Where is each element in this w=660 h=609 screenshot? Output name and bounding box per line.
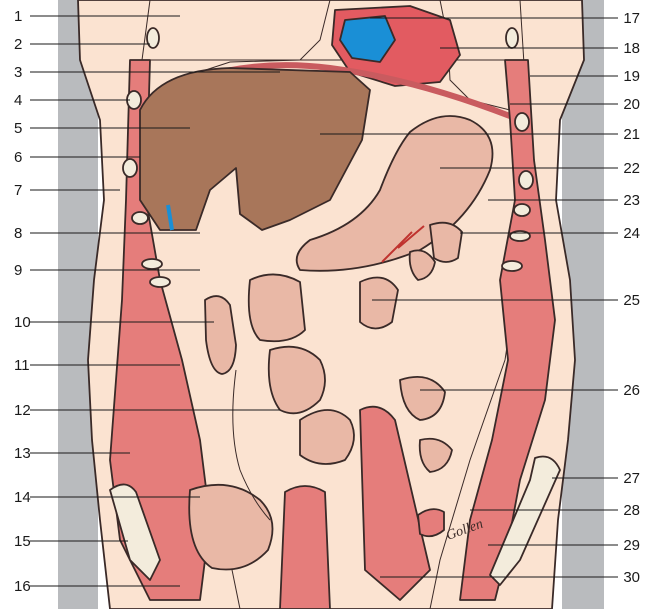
callout-11: 11 xyxy=(14,357,30,374)
callout-28: 28 xyxy=(623,502,640,519)
callout-6: 6 xyxy=(14,149,22,166)
callout-27: 27 xyxy=(623,470,640,487)
callout-4: 4 xyxy=(14,92,22,109)
small-intestine-1 xyxy=(269,347,325,414)
callout-1: 1 xyxy=(14,8,22,25)
callout-3: 3 xyxy=(14,64,22,81)
callout-5: 5 xyxy=(14,120,22,137)
callout-20: 20 xyxy=(623,96,640,113)
callout-12: 12 xyxy=(14,402,31,419)
callout-30: 30 xyxy=(623,569,640,586)
callout-29: 29 xyxy=(623,537,640,554)
ovary xyxy=(418,509,444,536)
callout-10: 10 xyxy=(14,314,31,331)
callout-14: 14 xyxy=(14,489,31,506)
callout-9: 9 xyxy=(14,262,22,279)
callout-18: 18 xyxy=(623,40,640,57)
callout-26: 26 xyxy=(623,382,640,399)
callout-24: 24 xyxy=(623,225,640,242)
small-intestine-2 xyxy=(300,410,354,464)
callout-21: 21 xyxy=(623,126,640,143)
left-psoas xyxy=(280,486,330,609)
colon-segment xyxy=(360,278,398,329)
callout-8: 8 xyxy=(14,225,22,242)
callout-25: 25 xyxy=(623,292,640,309)
callout-13: 13 xyxy=(14,445,31,462)
callout-7: 7 xyxy=(14,182,22,199)
callout-22: 22 xyxy=(623,160,640,177)
callout-23: 23 xyxy=(623,192,640,209)
callout-17: 17 xyxy=(623,10,640,27)
callout-19: 19 xyxy=(623,68,640,85)
callout-16: 16 xyxy=(14,578,31,595)
transverse-colon xyxy=(249,274,305,341)
pancreas-duodenum xyxy=(430,223,462,262)
callout-15: 15 xyxy=(14,533,31,550)
callout-2: 2 xyxy=(14,36,22,53)
